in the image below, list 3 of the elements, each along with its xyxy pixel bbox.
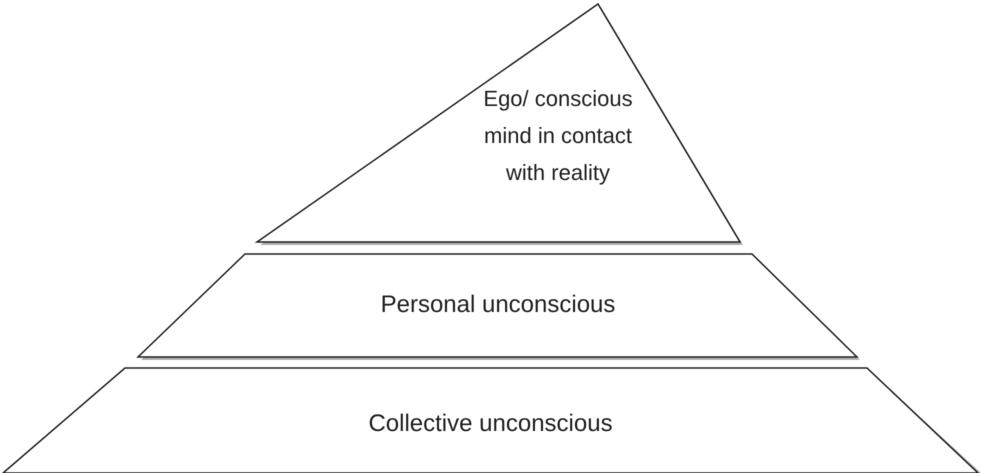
tier-label: Personal unconscious (380, 290, 616, 320)
tier-label: Ego/ conscious mind in contact with reality (482, 85, 634, 187)
tier-label: Collective unconscious (367, 409, 614, 439)
